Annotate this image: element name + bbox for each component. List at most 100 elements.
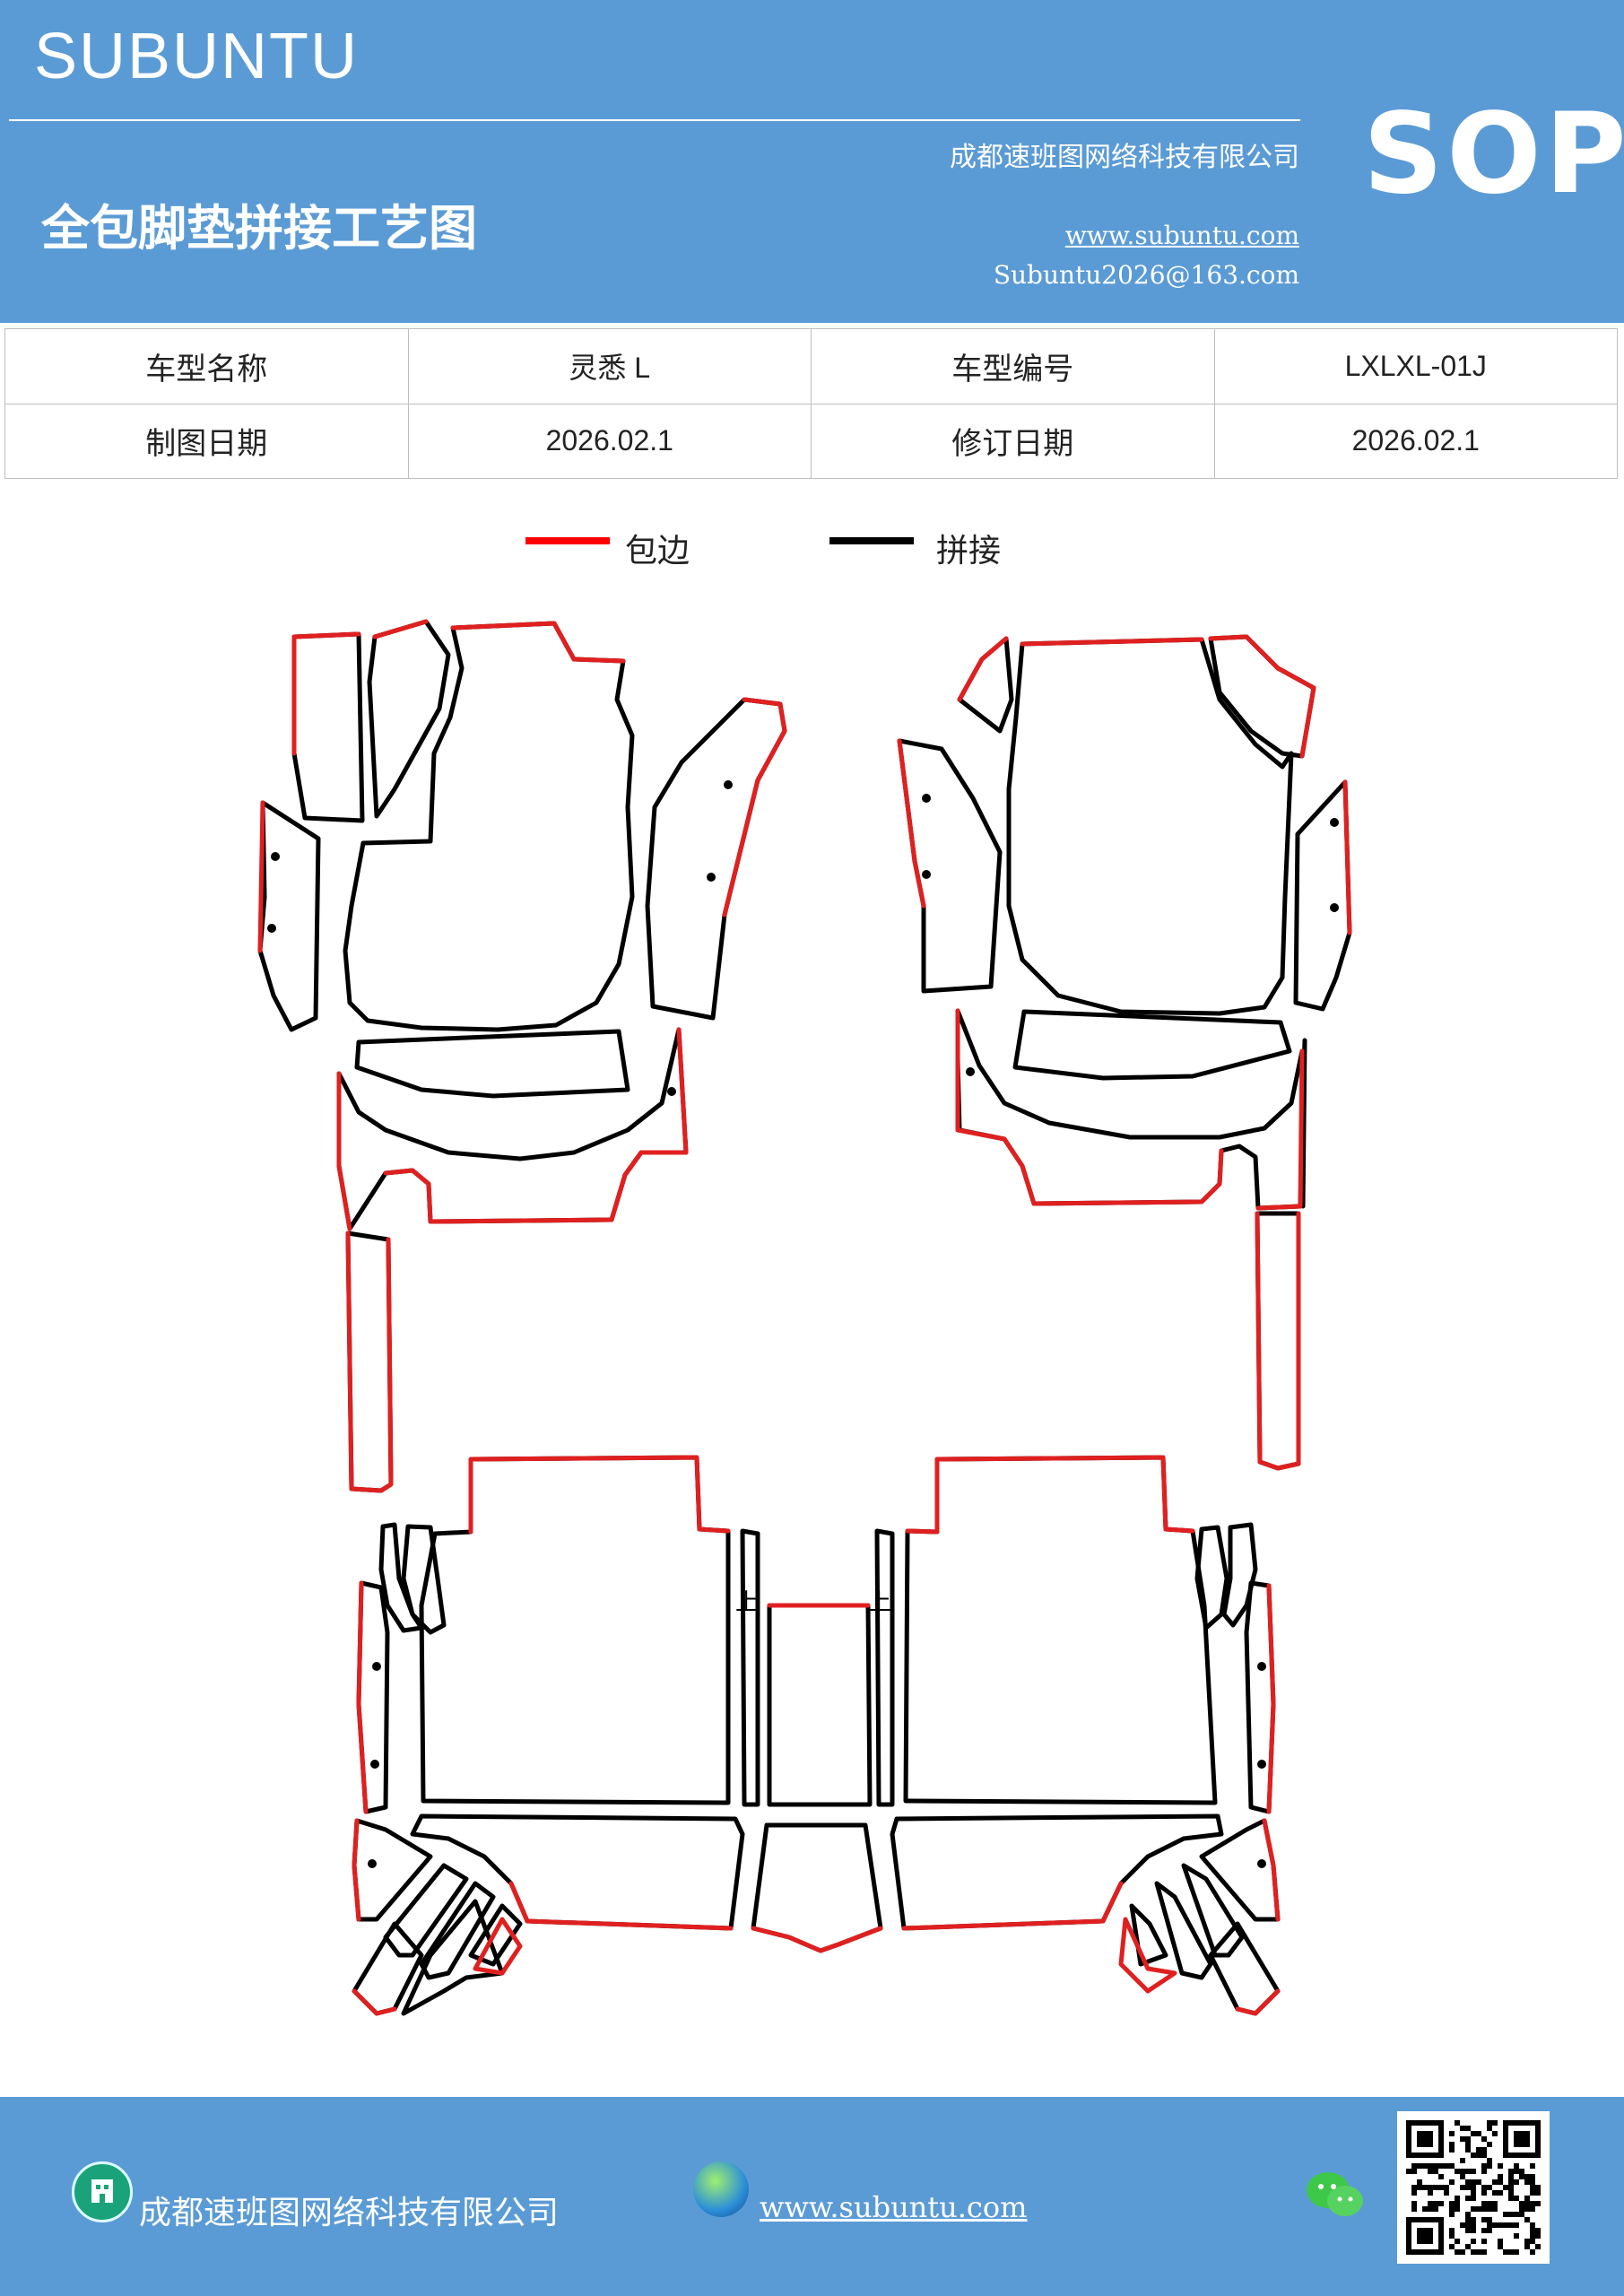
- join-legend-swatch: [829, 537, 914, 544]
- revise-date-label: 修订日期: [811, 403, 1215, 479]
- mat-edge: [1255, 1211, 1301, 1471]
- mat-edge: [372, 619, 429, 639]
- mat-edge: [345, 1231, 394, 1493]
- edge-legend-swatch: [525, 537, 610, 544]
- revise-date-value: 2026.02.1: [1213, 403, 1618, 479]
- mat-piece: [367, 619, 451, 819]
- website-link[interactable]: www.subuntu.com: [1064, 221, 1299, 250]
- mat-edge: [257, 800, 265, 953]
- mat-piece: [419, 1881, 496, 1980]
- join-legend-label: 拼接: [936, 533, 1002, 570]
- mat-piece: [903, 1455, 1218, 1805]
- mat-piece: [345, 1231, 394, 1493]
- mat-piece: [401, 1524, 447, 1635]
- orientation-mark: 上: [735, 1589, 759, 1616]
- header-divider: [9, 119, 1300, 121]
- rear-right-mat-group: [874, 1455, 1281, 2016]
- mat-piece: [410, 1813, 745, 1931]
- mat-edge: [722, 697, 787, 918]
- email-address: Subuntu2026@163.com: [993, 260, 1299, 290]
- anchor-dot: [370, 1760, 379, 1769]
- mat-piece: [354, 1029, 630, 1099]
- anchor-dot: [1257, 1662, 1266, 1671]
- mat-piece: [1194, 1525, 1229, 1631]
- draw-date-label: 制图日期: [4, 403, 409, 479]
- mat-piece: [1221, 1522, 1258, 1628]
- floor-mat-diagram: 上 上: [257, 619, 1352, 2016]
- mat-piece: [1006, 637, 1294, 1016]
- mat-edge: [955, 1008, 1305, 1211]
- orientation-mark: 上: [868, 1589, 891, 1616]
- model-name-label: 车型名称: [4, 328, 409, 404]
- mat-piece: [1255, 1211, 1301, 1471]
- mat-edge: [1266, 1583, 1276, 1814]
- mat-edge: [901, 1881, 1124, 1931]
- mat-edge: [905, 1455, 1195, 1535]
- mat-edge: [291, 631, 361, 756]
- header: SUBUNTU 成都速班图网络科技有限公司 SOP 全包脚垫拼接工艺图 www.…: [0, 0, 1624, 323]
- mat-edge: [1262, 1818, 1281, 1922]
- anchor-dot: [1257, 1859, 1266, 1868]
- mat-piece: [890, 1813, 1224, 1931]
- mat-piece: [383, 1863, 469, 1958]
- rear-left-mat-group: [352, 1455, 883, 2016]
- table-row: 车型名称 灵悉 L 车型编号 LXLXL-01J: [4, 328, 1618, 404]
- anchor-dot: [368, 1859, 377, 1868]
- anchor-dot: [1330, 818, 1339, 827]
- anchor-dot: [724, 780, 733, 789]
- mat-edge: [1020, 637, 1204, 647]
- mat-edge: [508, 1881, 734, 1931]
- mat-piece: [767, 1603, 873, 1807]
- model-name-value: 灵悉 L: [407, 328, 812, 404]
- mat-edge: [356, 1580, 369, 1814]
- mat-piece: [1129, 1903, 1168, 1967]
- mat-edge: [352, 1988, 397, 2016]
- anchor-dot: [1330, 903, 1339, 912]
- anchor-dot: [667, 1087, 676, 1096]
- anchor-dot: [922, 870, 931, 879]
- mat-piece: [419, 1455, 731, 1805]
- qr-code: [1397, 2111, 1550, 2264]
- brand-logo-text: SUBUNTU: [34, 21, 360, 92]
- page-title: 全包脚垫拼接工艺图: [41, 199, 477, 257]
- anchor-dot: [267, 924, 276, 933]
- front-left-mat-group: [257, 619, 787, 1493]
- table-row: 制图日期 2026.02.1 修订日期 2026.02.1: [4, 403, 1618, 479]
- mat-piece: [645, 697, 787, 1021]
- footer-website-link[interactable]: www.subuntu.com: [760, 2190, 1028, 2224]
- footer: 成都速班图网络科技有限公司 www.subuntu.com: [0, 2097, 1624, 2296]
- mat-edge: [751, 1926, 883, 1953]
- mat-edge: [957, 636, 1009, 702]
- mat-piece: [1012, 1009, 1292, 1081]
- anchor-dot: [1257, 1760, 1266, 1769]
- anchor-dot: [372, 1662, 381, 1671]
- wechat-icon: [1305, 2169, 1366, 2222]
- model-code-label: 车型编号: [811, 328, 1215, 404]
- model-code-value: LXLXL-01J: [1213, 328, 1618, 404]
- anchor-dot: [966, 1067, 975, 1076]
- mat-piece: [378, 1522, 424, 1633]
- mat-edge: [897, 738, 926, 909]
- building-icon: [72, 2161, 133, 2222]
- mat-piece: [1181, 1863, 1245, 1958]
- mat-piece: [343, 621, 635, 1032]
- mat-piece: [1293, 779, 1352, 1012]
- company-name: 成都速班图网络科技有限公司: [950, 142, 1299, 173]
- mat-edge: [1342, 779, 1352, 935]
- mat-piece: [401, 1899, 505, 2016]
- mat-edge: [352, 1818, 361, 1922]
- anchor-dot: [707, 873, 716, 882]
- edge-legend-label: 包边: [625, 533, 690, 570]
- mat-piece: [1154, 1881, 1213, 1980]
- mat-piece: [291, 631, 365, 823]
- globe-icon: [693, 2161, 749, 2217]
- info-table: 车型名称 灵悉 L 车型编号 LXLXL-01J 制图日期 2026.02.1 …: [4, 328, 1618, 479]
- anchor-dot: [271, 852, 280, 861]
- anchor-dot: [922, 794, 931, 803]
- mat-piece: [740, 1528, 760, 1807]
- mat-edge: [336, 1027, 689, 1231]
- mat-edge: [1235, 1988, 1281, 2016]
- mat-edge: [450, 621, 626, 664]
- mat-edge: [468, 1455, 731, 1535]
- mat-edge: [1208, 634, 1316, 759]
